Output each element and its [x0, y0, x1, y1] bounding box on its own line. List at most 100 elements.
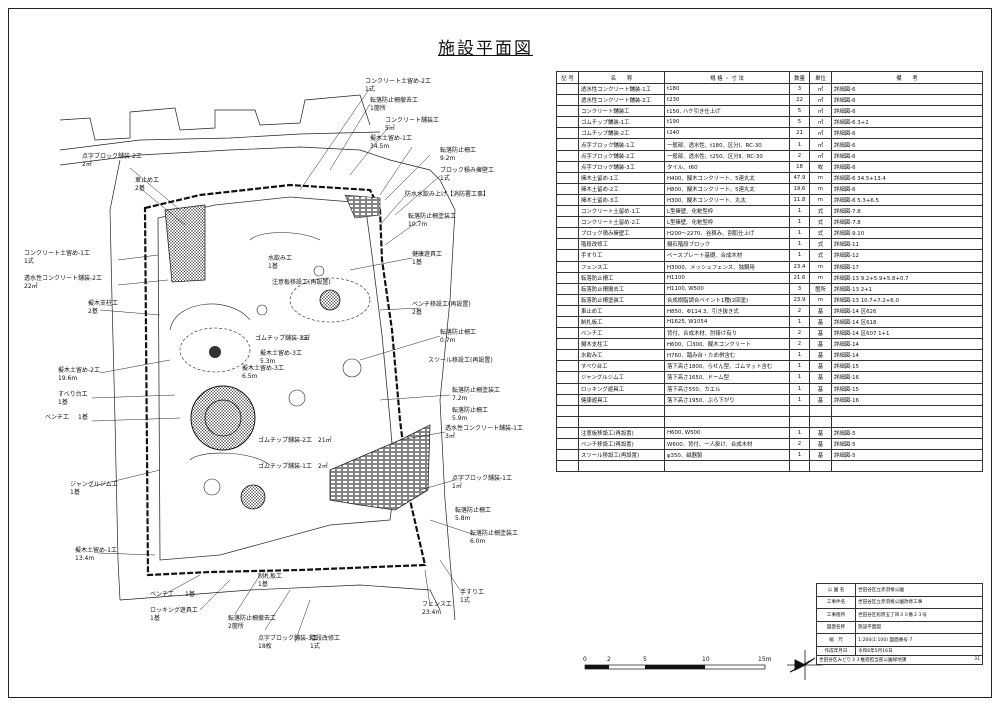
plan-label: 18枚	[258, 642, 272, 650]
plan-label: ブロック積み擁壁工	[440, 166, 494, 174]
plan-label: 2基	[135, 184, 145, 192]
table-cell: 一般部、透水性、t180、区分Ⅰ、RC-30	[664, 138, 790, 151]
table-cell: 階段改修工	[578, 238, 665, 251]
table-cell: 詳細図-16	[831, 393, 983, 406]
table-cell	[556, 193, 579, 207]
table-cell: 詳細図-6	[831, 160, 983, 173]
plan-label: 5.9m	[452, 415, 468, 422]
table-cell	[556, 371, 579, 384]
table-cell: 枚	[809, 160, 832, 173]
plan-label: 6.0m	[470, 538, 486, 545]
table-cell: 擁木土留め-3工	[578, 193, 665, 207]
plan-label: 車止め工	[135, 176, 159, 184]
table-cell: 詳細図-5	[831, 437, 983, 451]
schedule-header: 名 称	[578, 71, 665, 84]
plan-label: 擬木土留め-2工	[58, 366, 100, 374]
plan-label: コンクリート土留め-2工	[365, 77, 431, 85]
table-cell: 2	[789, 327, 810, 340]
plan-label: 13.4m	[75, 555, 94, 562]
title-block: 公 園 名世田谷区立赤羽根公園 工事件名世田谷区立赤羽根公園改修工事 工事箇所世…	[816, 583, 983, 665]
plan-label: 転落防止柵工	[440, 146, 476, 154]
table-cell: 1	[789, 426, 810, 440]
plan-label: 転落防止柵工	[455, 506, 491, 514]
table-cell: 式	[809, 227, 832, 240]
schedule-header: 記 号	[556, 71, 579, 84]
table-cell: 11.8	[789, 193, 810, 207]
table-cell: 詳細図-6	[831, 138, 983, 151]
title-block-key: 工事件名	[816, 595, 856, 609]
plan-label: ジャングルジム工	[70, 480, 118, 488]
table-cell: 透水性コンクリート舗装-2工	[578, 94, 665, 107]
table-cell: 1	[789, 449, 810, 462]
plan-label: 2基	[412, 308, 422, 316]
plan-label: 1式	[365, 85, 375, 93]
table-cell: 詳細図-6 5.3+6.5	[831, 193, 983, 207]
table-cell: 点字ブロック舗装-2工	[578, 149, 665, 162]
title-block-value: 世田谷区立赤羽根公園	[855, 583, 983, 597]
table-cell: 3	[789, 282, 810, 295]
plan-label: 22㎡	[24, 282, 38, 290]
plan-label: 透水性コンクリート舗装-2工	[24, 274, 102, 282]
plan-label: 水飲み工	[268, 254, 292, 262]
table-cell: 基	[809, 393, 832, 406]
table-cell: 基	[809, 315, 832, 329]
table-cell	[556, 338, 579, 351]
table-cell: 1	[789, 138, 810, 151]
table-cell	[831, 415, 983, 428]
table-cell: コンクリート土留め-2工	[578, 216, 665, 229]
plan-label: 1㎡	[452, 482, 462, 490]
plan-annotations: コンクリート土留め-2工 1式 転落防止柵撤去工 1箇所 コンクリート舗装工 5…	[24, 77, 523, 650]
title-block-key: 公 園 名	[816, 583, 856, 597]
table-cell: 詳細図-6 34.5+13.4	[831, 171, 983, 184]
plan-label: 点字ブロック舗装-1工	[452, 474, 512, 482]
table-cell: 詳細図-6	[831, 182, 983, 195]
slide	[209, 346, 221, 358]
table-cell: 詳細図-6	[831, 149, 983, 162]
table-cell	[556, 149, 579, 162]
rubber-chip-circle	[240, 484, 266, 510]
title-block-value: 世田谷区松原五丁目３０番２３号	[855, 608, 983, 622]
jungle-gym	[190, 385, 256, 451]
table-cell: 詳細図-6	[831, 94, 983, 107]
plan-label: 34.5m	[370, 143, 389, 150]
table-cell	[664, 460, 790, 473]
plan-label: スツール移設工(再設置)	[428, 356, 493, 364]
table-cell	[556, 382, 579, 395]
table-cell: m	[809, 182, 832, 195]
office-name: 世田谷区みどり３３推進担当部公園緑地課	[819, 657, 907, 663]
table-cell: 1	[789, 382, 810, 395]
plan-label: 擬木土留め-1工	[370, 134, 412, 142]
table-cell: 詳細図-12	[831, 249, 983, 262]
table-cell: t180	[664, 82, 790, 96]
table-cell: 転落防止柵塗装工	[578, 293, 665, 306]
plan-label: 1基	[268, 262, 278, 270]
table-cell: 詳細図-14	[831, 349, 983, 362]
table-cell: 詳細図-6	[831, 105, 983, 118]
table-row	[556, 460, 983, 473]
table-cell: H1625, W1054	[664, 315, 790, 329]
table-cell: 18	[789, 160, 810, 173]
north-arrow-icon	[787, 650, 822, 680]
table-cell: m	[809, 293, 832, 306]
plan-label: 転落防止柵塗装工	[408, 212, 456, 220]
table-cell: 転落防止柵工	[578, 271, 665, 284]
plan-label: 1基	[58, 398, 68, 406]
table-cell: H600, W500	[664, 426, 790, 440]
plan-label: 注意板移設工(再設置)	[272, 278, 331, 286]
schedule-header: 備 考	[831, 71, 983, 84]
scale-tick: 10	[702, 656, 710, 663]
